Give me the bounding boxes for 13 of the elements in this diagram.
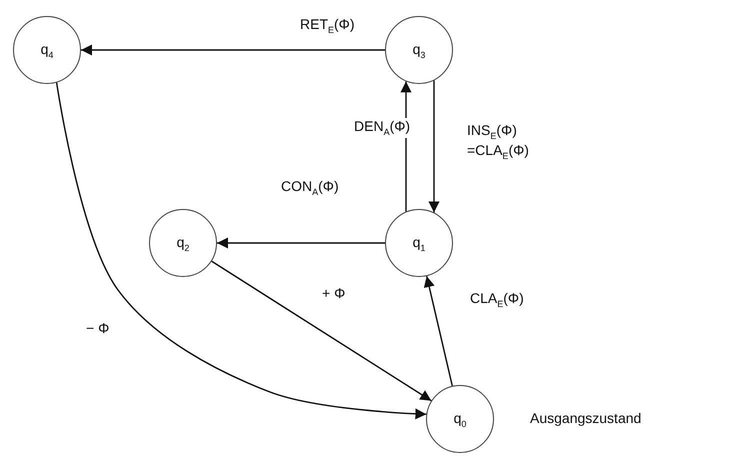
arrow xyxy=(211,260,432,402)
state-caption: Ausgangszustand xyxy=(530,410,642,426)
state-label: q$_{3}$ xyxy=(412,40,426,60)
state-label: q$_{1}$ xyxy=(412,234,426,252)
arrow xyxy=(428,80,440,212)
arrow xyxy=(424,276,453,386)
edge-label: DEN$_{A}$(Φ) xyxy=(354,118,410,138)
state-label: q$_{2}$ xyxy=(176,234,190,252)
state-label: q$_{0}$ xyxy=(454,410,466,428)
arrow xyxy=(217,238,385,248)
state-label: q$_{4}$ xyxy=(40,40,54,60)
arrow xyxy=(81,44,385,56)
arrow xyxy=(56,82,426,420)
